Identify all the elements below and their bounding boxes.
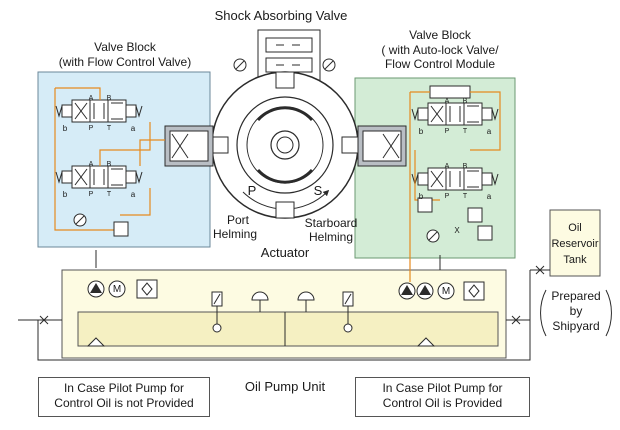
shipyard-label-2: by <box>569 304 583 318</box>
right-valve-2-port-b: B <box>462 163 468 170</box>
left-valve-2-port-a: A <box>88 161 94 168</box>
left-valve-1-port-p: P <box>88 125 94 132</box>
note-right-line-1: In Case Pilot Pump for <box>382 381 503 395</box>
right-valve-2-port-a: A <box>444 163 450 170</box>
note-left: In Case Pilot Pump for Control Oil is no… <box>38 377 210 417</box>
oil-tank-label-3: Tank <box>563 254 587 266</box>
valve-block-left-title: Valve Block <box>94 40 156 54</box>
left-valve-2-port-p: P <box>88 191 94 198</box>
motor-left <box>108 280 126 298</box>
valve-block-right-subtitle-1: ( with Auto-lock Valve/ <box>381 43 499 57</box>
right-valve-2-sol-b: b <box>418 192 424 201</box>
shipyard-label-3: Shipyard <box>552 319 600 333</box>
pump-right-motor-m: M <box>441 286 451 297</box>
port-helming-label-2: Helming <box>212 227 257 241</box>
left-valve-1-port-a: A <box>88 95 94 102</box>
note-left-line-2: Control Oil is not Provided <box>54 396 194 410</box>
oil-tank-level <box>77 311 499 347</box>
rotor-label-s: S <box>313 183 323 198</box>
right-valve-1-port-p: P <box>444 128 450 135</box>
left-valve-2-port-b: B <box>106 161 112 168</box>
actuator <box>211 71 359 219</box>
right-valve-1-port-a: A <box>444 98 450 105</box>
shipyard-label-1: Prepared <box>551 289 601 303</box>
starboard-helming-label-1: Starboard <box>304 216 358 230</box>
right-valve-2-port-t: T <box>462 193 468 200</box>
pump-left-motor-m: M <box>112 284 122 295</box>
left-valve-2-port-t: T <box>106 191 112 198</box>
right-valve-2-sol-a: a <box>486 192 492 201</box>
valve-block-right-title: Valve Block <box>409 28 471 42</box>
port-helming-label-1: Port <box>226 213 249 227</box>
right-valve-1-port-b: B <box>462 98 468 105</box>
left-valve-1-port-b: B <box>106 95 112 102</box>
right-valve-2-port-p: P <box>444 193 450 200</box>
right-valve-1-sol-b: b <box>418 127 424 136</box>
right-valve-1-port-t: T <box>462 128 468 135</box>
left-valve-1-sol-a: a <box>130 124 136 133</box>
left-valve-2-sol-a: a <box>130 190 136 199</box>
note-right: In Case Pilot Pump for Control Oil is Pr… <box>355 377 530 417</box>
oil-tank-label-1: Oil <box>568 222 582 234</box>
note-left-line-1: In Case Pilot Pump for <box>63 381 185 395</box>
right-block-x-mark: X <box>454 226 460 235</box>
shock-valve-label: Shock Absorbing Valve <box>214 8 348 23</box>
oil-tank-label-2: Reservoir <box>551 238 599 250</box>
left-valve-2-sol-b: b <box>62 190 68 199</box>
note-right-line-2: Control Oil is Provided <box>382 396 503 410</box>
right-valve-1-sol-a: a <box>486 127 492 136</box>
valve-block-left-subtitle: (with Flow Control Valve) <box>58 55 192 69</box>
actuator-label: Actuator <box>260 245 310 260</box>
left-valve-1-port-t: T <box>106 125 112 132</box>
starboard-helming-label-2: Helming <box>308 230 353 244</box>
rotor-label-p: P <box>247 183 257 198</box>
oil-pump-unit-label: Oil Pump Unit <box>244 379 326 394</box>
motor-right <box>437 282 455 300</box>
oil-reservoir-tank <box>549 209 601 277</box>
left-valve-1-sol-b: b <box>62 124 68 133</box>
valve-block-right-subtitle-2: Flow Control Module <box>384 57 496 71</box>
